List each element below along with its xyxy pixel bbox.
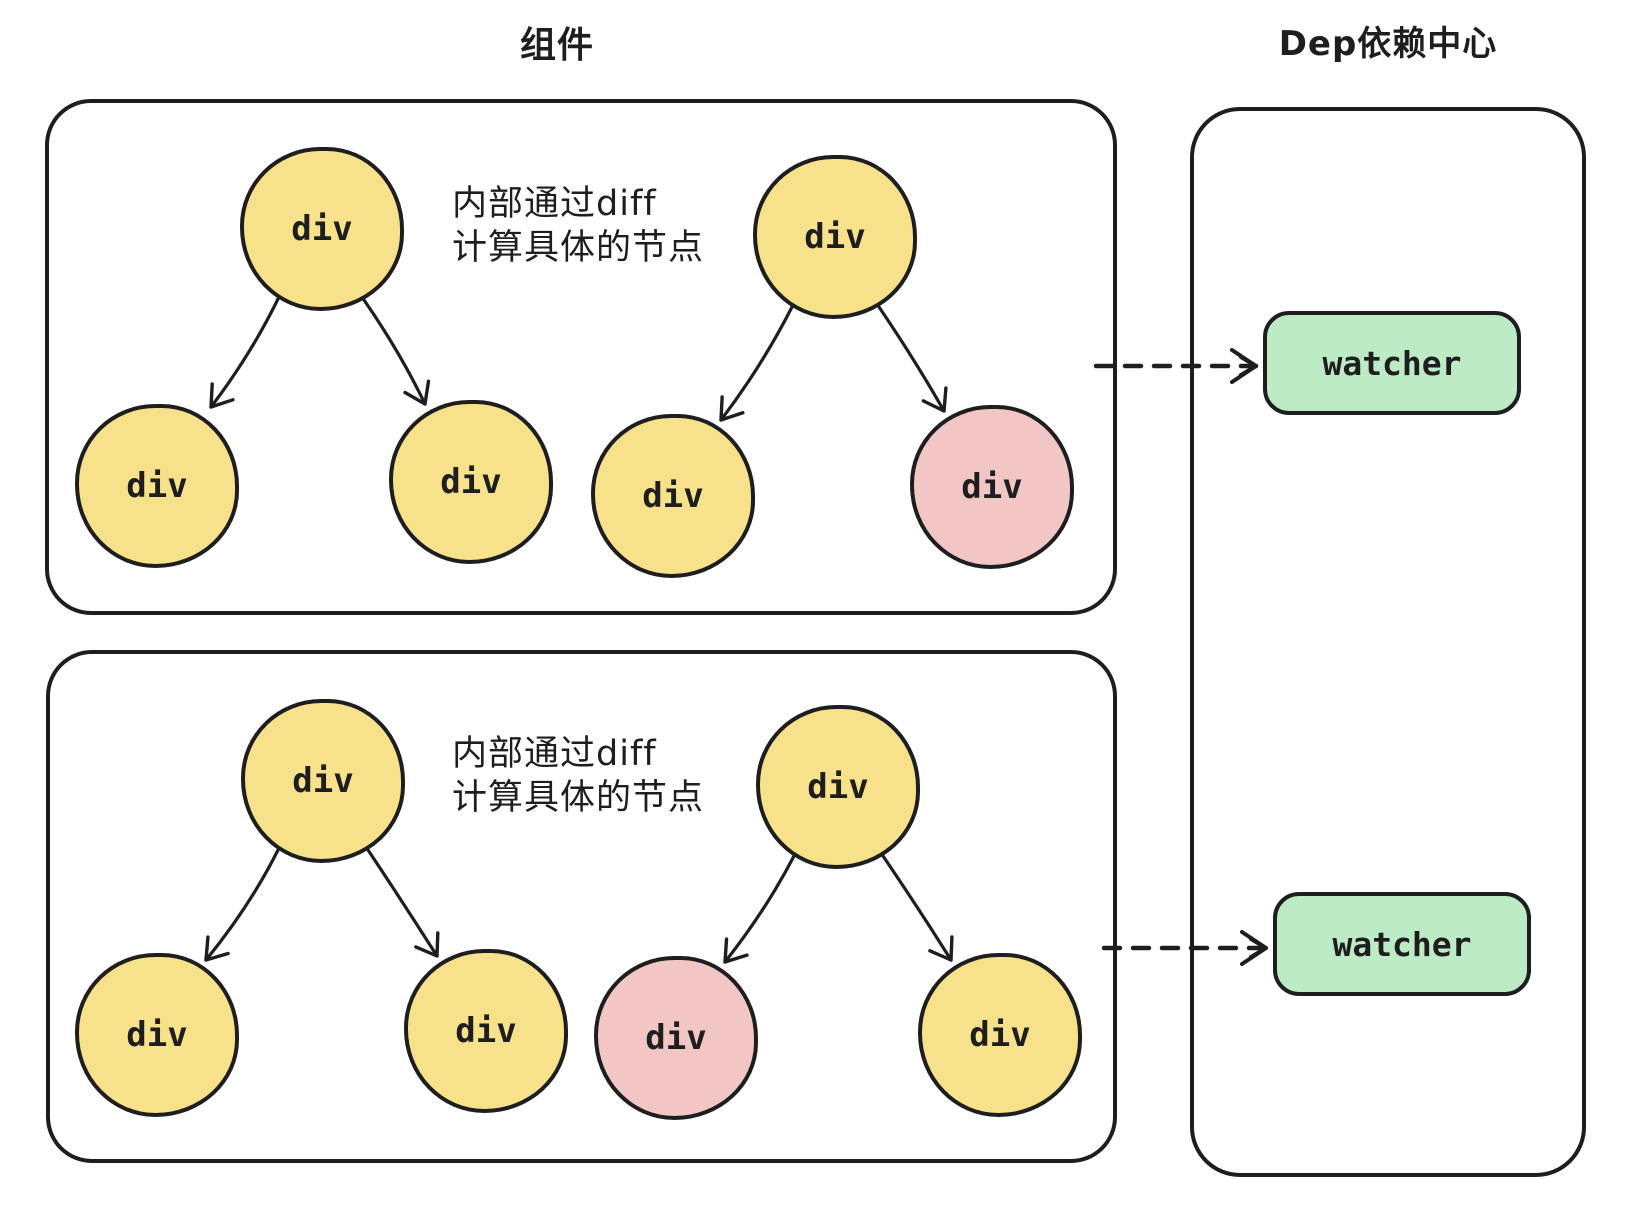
vdom-node-label: div <box>969 1015 1031 1055</box>
watcher-label: watcher <box>1332 924 1472 964</box>
vdom-node-label: div <box>804 217 866 257</box>
diff-note-line1-box2: 内部通过diff <box>452 734 657 774</box>
vdom-node-label: div <box>807 767 869 807</box>
diff-note-line2-box1: 计算具体的节点 <box>452 228 705 268</box>
dep-center-panel <box>1190 107 1586 1177</box>
component-box-1 <box>45 99 1117 615</box>
diff-note-line2-box2: 计算具体的节点 <box>452 778 705 818</box>
vdom-node-label: div <box>645 1018 707 1058</box>
vdom-node-child: div <box>75 953 239 1117</box>
vdom-node-child-changed: div <box>594 956 758 1120</box>
diff-note-line1-box1: 内部通过diff <box>452 184 657 224</box>
vdom-node-child: div <box>918 953 1082 1117</box>
vdom-node-label: div <box>126 466 188 506</box>
vdom-node-child: div <box>591 414 755 578</box>
vdom-node-child: div <box>75 404 239 568</box>
vdom-node-child: div <box>389 400 553 564</box>
vdom-node-label: div <box>961 467 1023 507</box>
vdom-node-label: div <box>455 1011 517 1051</box>
vdom-node-child-changed: div <box>910 405 1074 569</box>
component-box-2 <box>46 650 1117 1163</box>
dep-center-title: Dep依赖中心 <box>1278 24 1498 64</box>
components-title: 组件 <box>519 25 594 66</box>
vdom-node-label: div <box>126 1015 188 1055</box>
vdom-node-root: div <box>753 155 917 319</box>
vdom-node-label: div <box>440 462 502 502</box>
vdom-node-label: div <box>642 476 704 516</box>
vdom-node-label: div <box>292 761 354 801</box>
watcher-label: watcher <box>1322 343 1462 383</box>
watcher-box-2: watcher <box>1273 892 1531 996</box>
vdom-node-root: div <box>240 147 404 311</box>
vdom-node-root: div <box>241 699 405 863</box>
vdom-node-root: div <box>756 705 920 869</box>
watcher-box-1: watcher <box>1263 311 1521 415</box>
vdom-node-child: div <box>404 949 568 1113</box>
vdom-node-label: div <box>291 209 353 249</box>
